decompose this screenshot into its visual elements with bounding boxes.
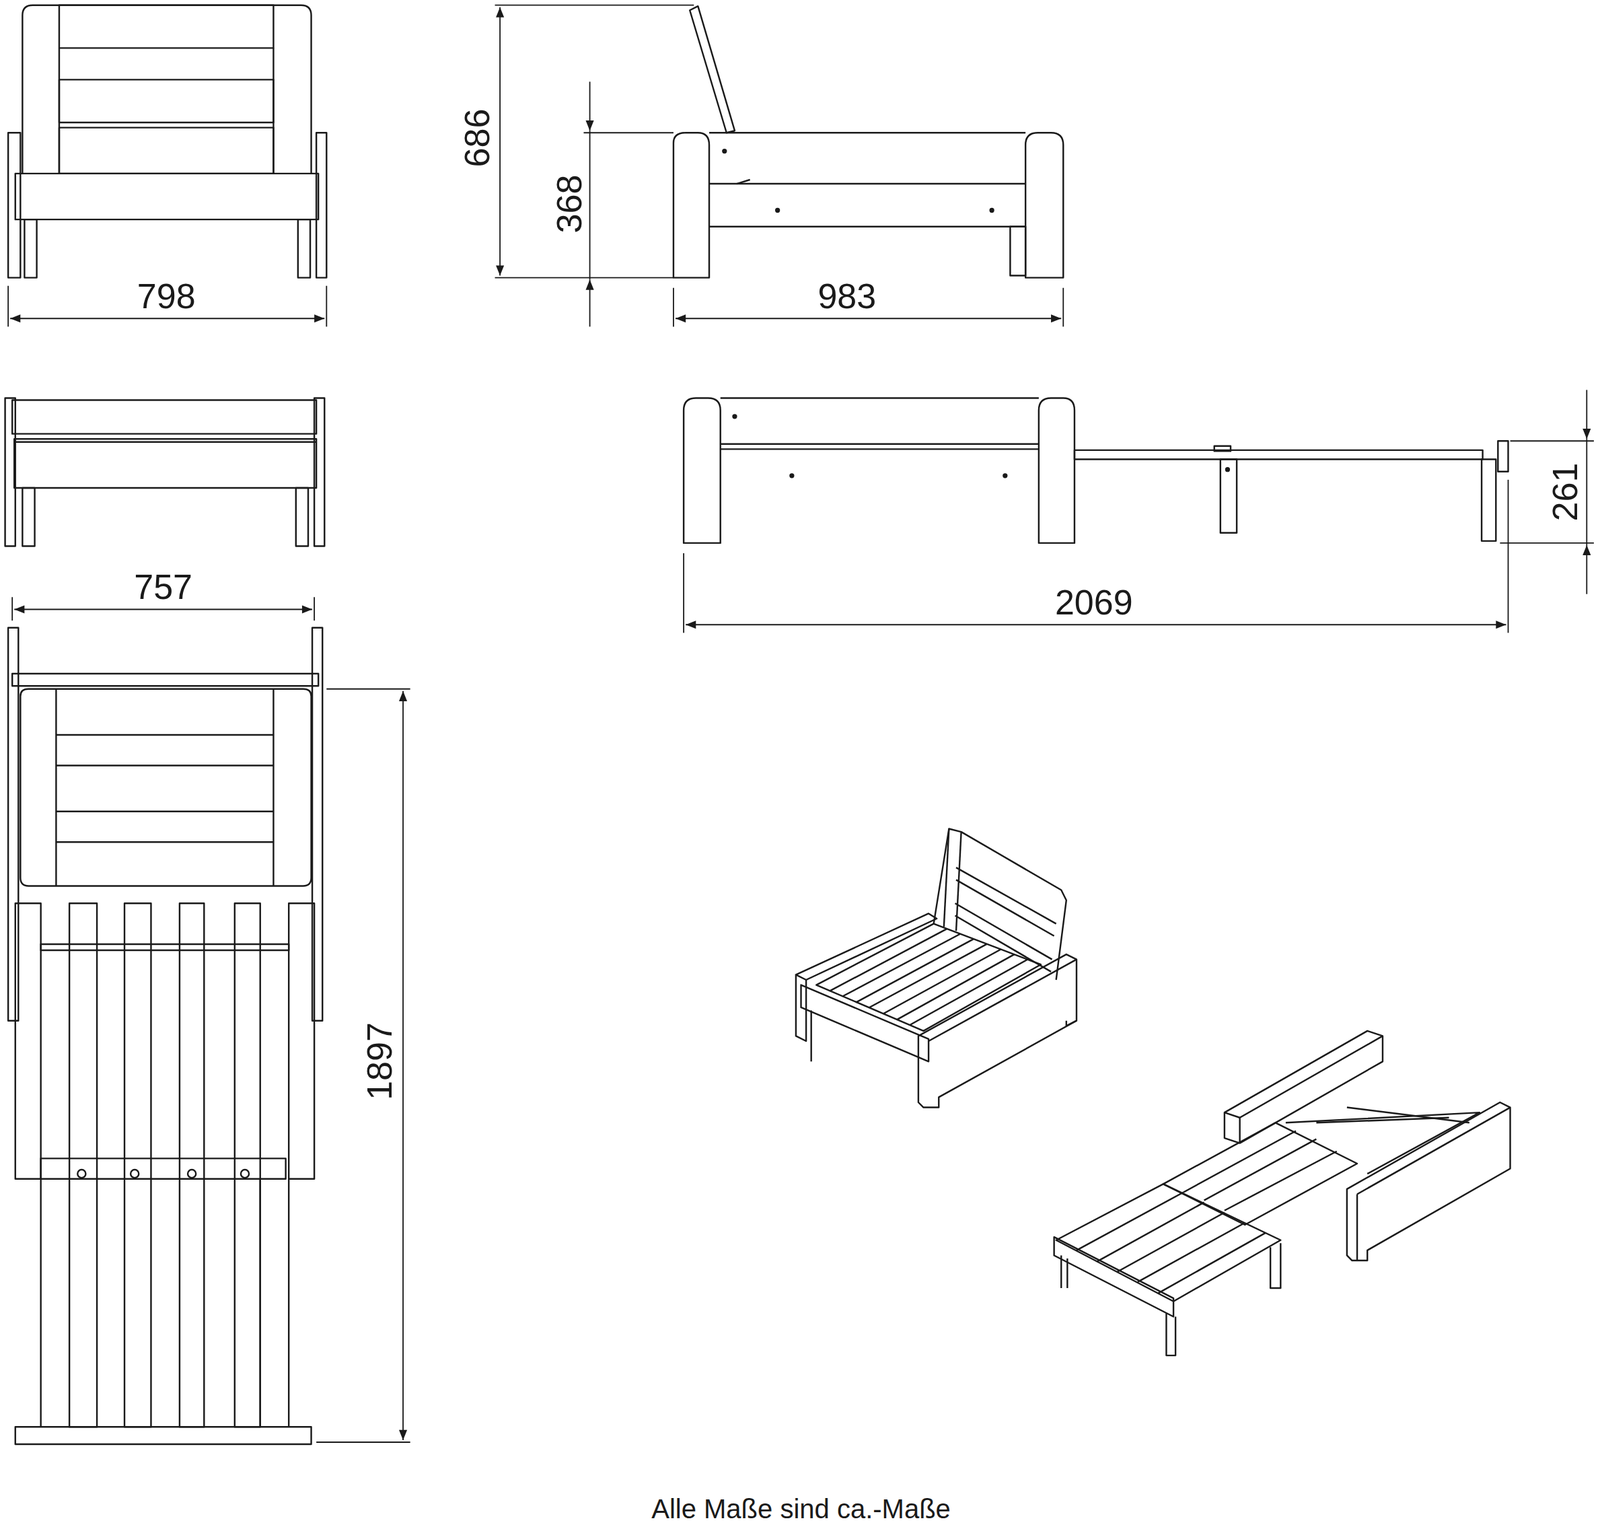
extended-side-view xyxy=(683,398,1508,543)
isometric-bed xyxy=(1054,1030,1511,1356)
plan-view xyxy=(8,627,323,1444)
dimension-value: 2069 xyxy=(1053,584,1135,620)
folded-front-view xyxy=(5,398,325,547)
side-view xyxy=(673,6,1064,278)
dimension-value: 983 xyxy=(816,278,878,314)
dimension-value: 686 xyxy=(460,106,496,169)
dimension-value: 757 xyxy=(132,569,194,605)
dimension-value: 798 xyxy=(135,278,198,314)
dimension-value: 1897 xyxy=(361,1020,397,1102)
isometric-chair xyxy=(795,828,1077,1108)
dimension-lines xyxy=(8,5,1594,1442)
dimension-value: 368 xyxy=(551,173,587,235)
front-view xyxy=(8,5,327,278)
caption: Alle Maße sind ca.-Maße xyxy=(649,1495,953,1522)
dimension-value: 261 xyxy=(1547,461,1583,523)
